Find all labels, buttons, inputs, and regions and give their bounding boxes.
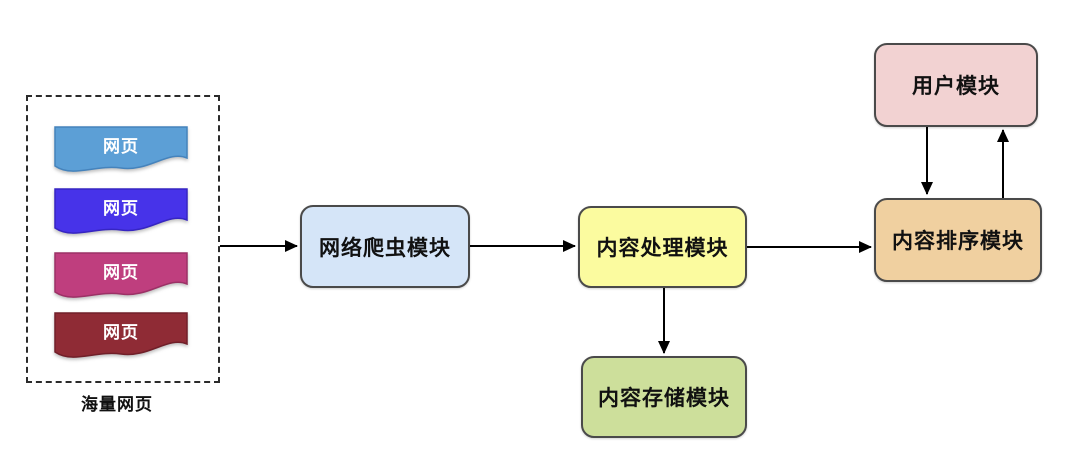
source-group-label: 海量网页 [81, 395, 153, 414]
webpage-shape-3: 网页 [54, 252, 188, 300]
webpage-shape-1-fill [54, 126, 188, 172]
webpage-label: 网页 [103, 137, 139, 156]
webpage-shape-1: 网页 [54, 126, 188, 174]
source-group-box [26, 95, 220, 383]
node-label: 内容处理模块 [596, 237, 729, 260]
node-label: 内容排序模块 [892, 230, 1024, 253]
webpage-shape-3-fill [54, 252, 188, 298]
node-web-crawler-module: 网络爬虫模块 [300, 205, 470, 288]
node-content-ranking-module: 内容排序模块 [874, 198, 1042, 282]
webpage-shape-2: 网页 [54, 188, 188, 236]
webpage-label: 网页 [103, 263, 139, 282]
node-label: 用户模块 [912, 75, 1000, 98]
node-user-module: 用户模块 [874, 43, 1038, 127]
webpage-label: 网页 [103, 199, 139, 218]
node-label: 内容存储模块 [598, 387, 730, 410]
webpage-shape-2-fill [54, 188, 188, 234]
node-label: 网络爬虫模块 [319, 236, 451, 260]
node-content-storage-module: 内容存储模块 [581, 356, 747, 438]
node-content-processing-module: 内容处理模块 [578, 206, 747, 288]
webpage-shape-4: 网页 [54, 312, 188, 360]
webpage-label: 网页 [103, 323, 139, 342]
webpage-shape-4-fill [54, 312, 188, 358]
